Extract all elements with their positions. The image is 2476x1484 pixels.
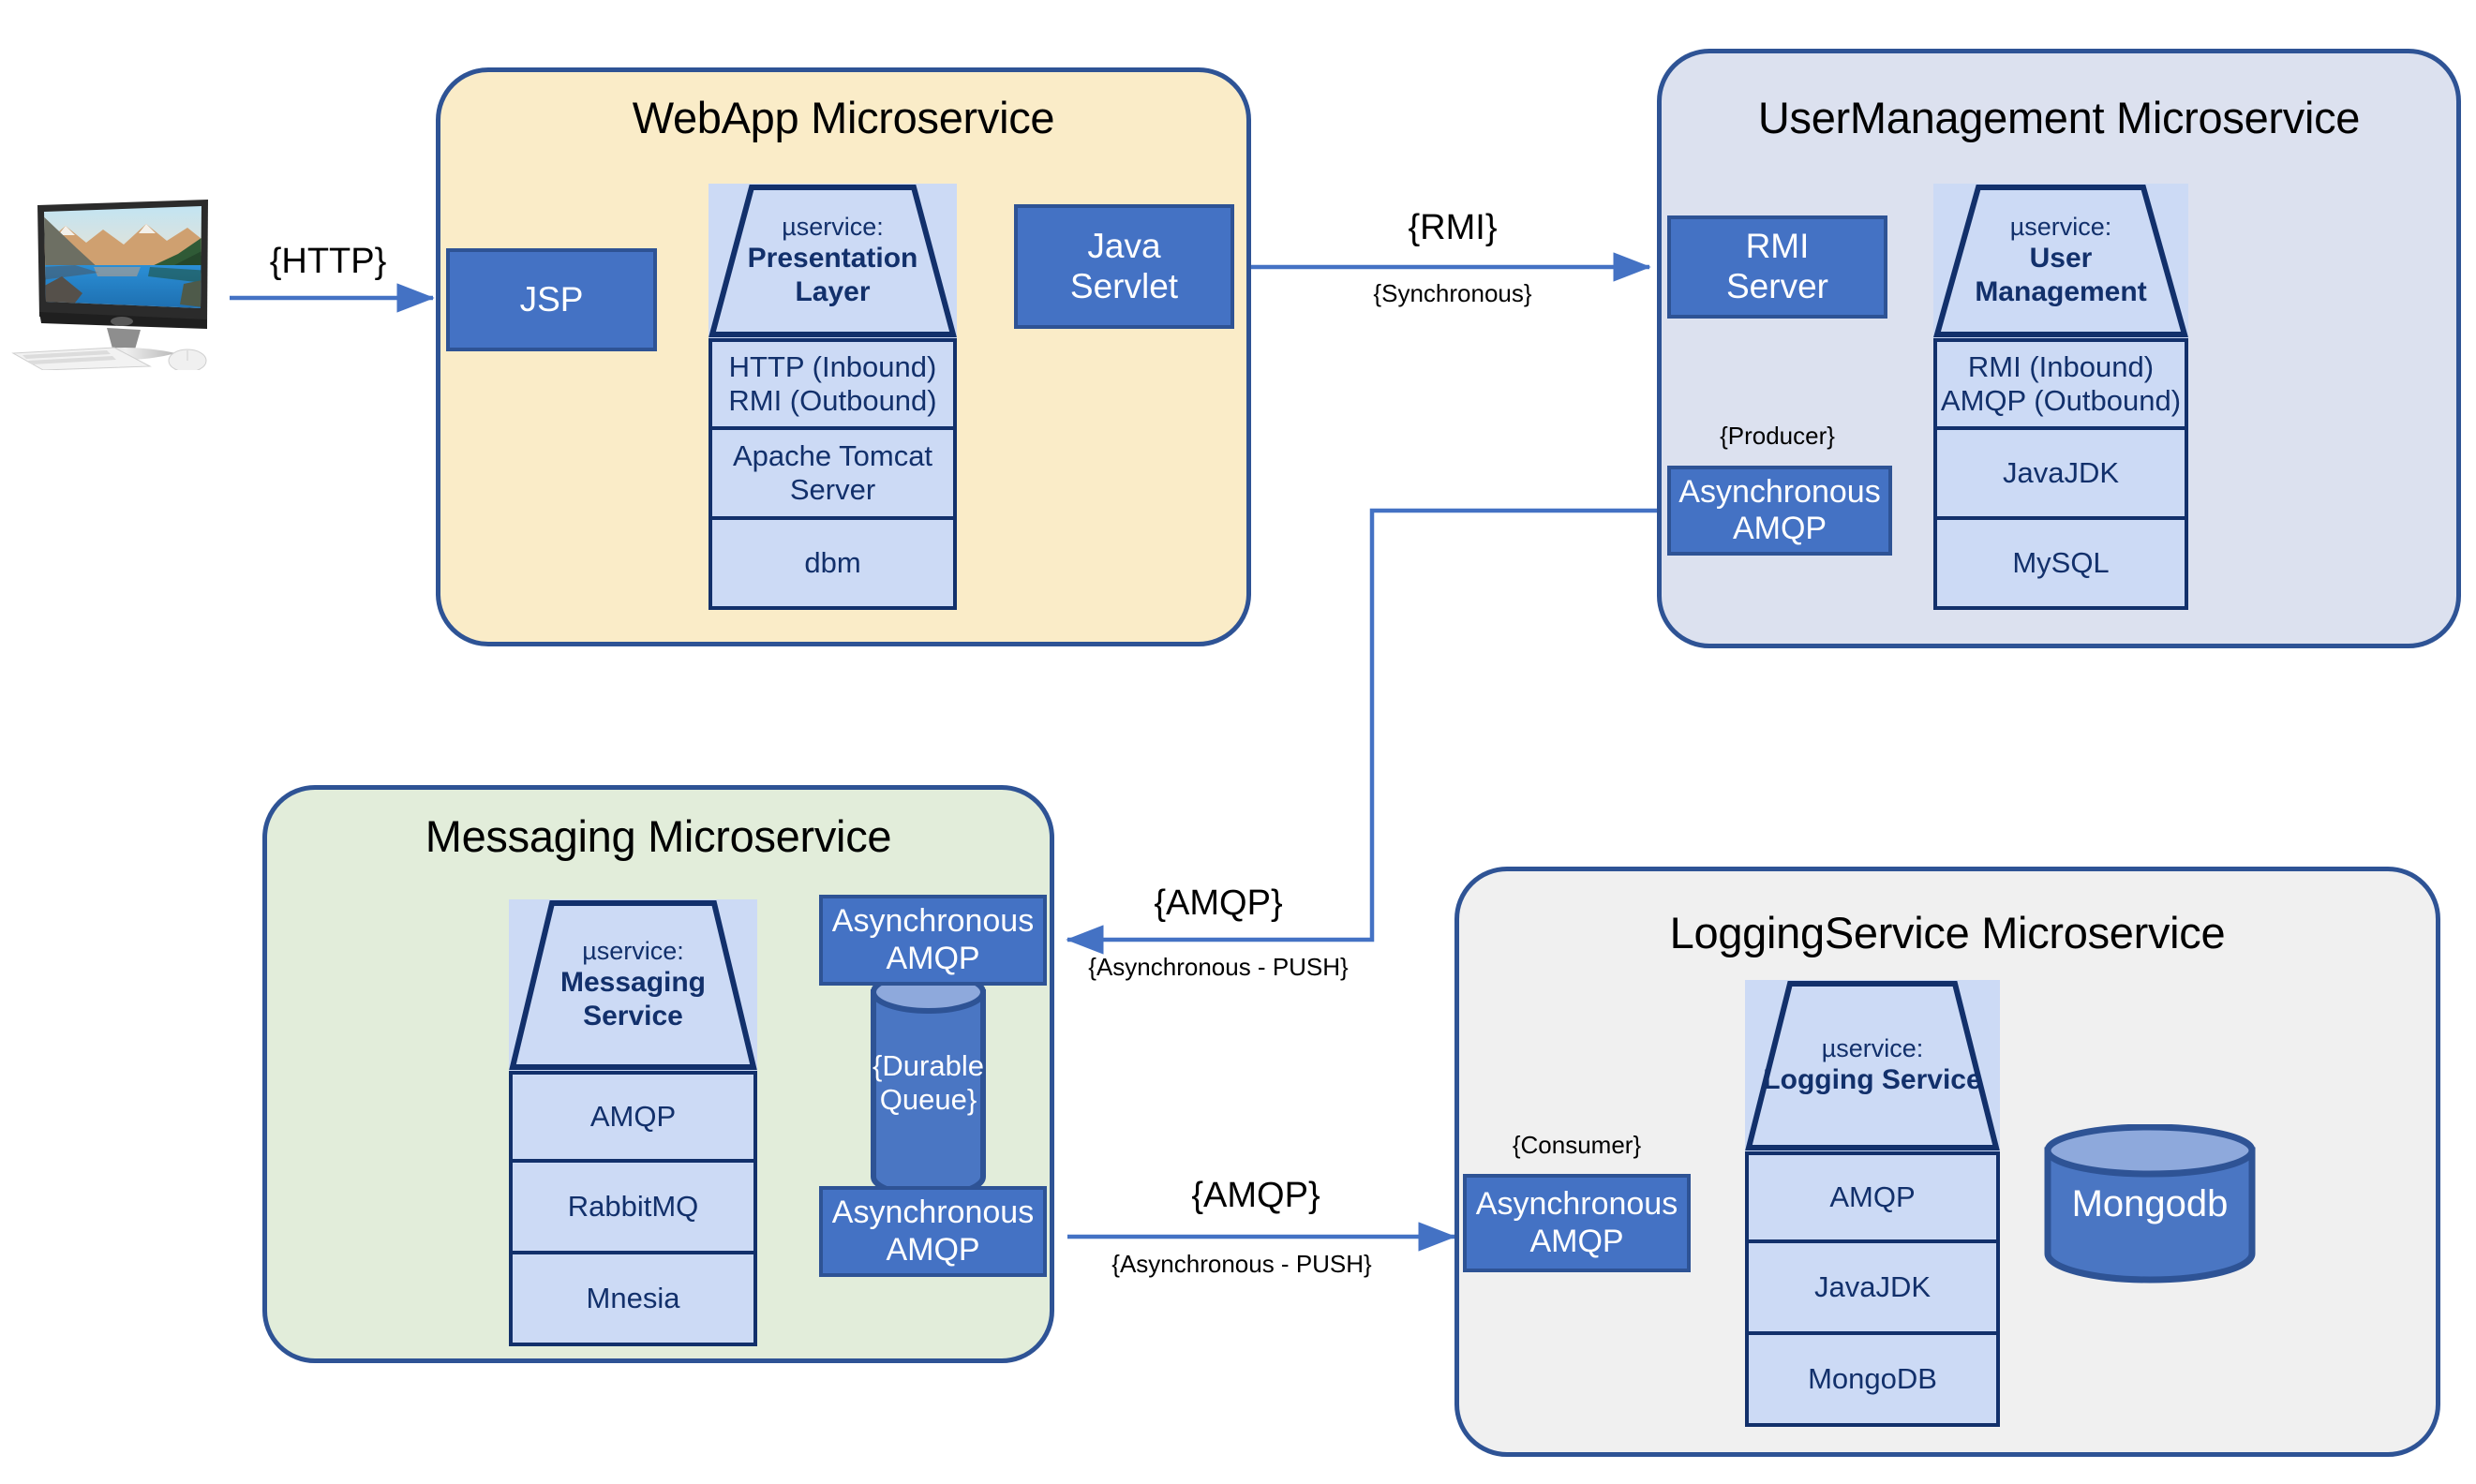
stack-header-text: µservice: Messaging Service [509, 937, 757, 1033]
stack-name: Messaging Service [559, 967, 707, 1032]
port-amqp-producer-label: Asynchronous AMQP [1678, 473, 1881, 546]
stack-row-label: JavaJDK [2002, 455, 2120, 489]
stack-header-logging-service: µservice: Logging Service [1745, 980, 2000, 1151]
stack-row-label: Mnesia [586, 1281, 680, 1314]
stack-row-label: AMQP [589, 1099, 677, 1133]
stack-stereotype: µservice: [1821, 1033, 1924, 1062]
tag-consumer: {Consumer} [1512, 1131, 1642, 1159]
panel-title-webapp: WebApp Microservice [632, 93, 1055, 142]
stack-row[interactable]: AMQP [509, 1071, 757, 1163]
desktop-computer-icon [9, 192, 230, 373]
tag-producer: {Producer} [1720, 422, 1835, 450]
edge-label-amqp-producer: {AMQP} [1154, 883, 1283, 923]
durable-queue-label: {Durable Queue} [873, 1049, 984, 1116]
stack-name: Logging Service [1763, 1064, 1982, 1096]
stack-user-management[interactable]: µservice: User Management RMI (Inbound) … [1933, 184, 2188, 610]
stack-row[interactable]: MongoDB [1745, 1335, 2000, 1427]
edge-label-amqp-consumer: {AMQP} [1191, 1176, 1320, 1215]
stack-stereotype: µservice: [782, 212, 884, 241]
durable-queue-cylinder[interactable]: {Durable Queue} [870, 970, 987, 1199]
stack-header-messaging-service: µservice: Messaging Service [509, 899, 757, 1071]
stack-row-label: MySQL [2012, 545, 2110, 579]
stack-row[interactable]: Mnesia [509, 1254, 757, 1346]
stack-row[interactable]: RMI (Inbound) AMQP (Outbound) [1933, 338, 2188, 430]
stack-row[interactable]: JavaJDK [1745, 1243, 2000, 1335]
stack-header-text: µservice: Logging Service [1750, 1034, 1994, 1097]
trapezoid-shape [708, 184, 957, 338]
stack-row[interactable]: JavaJDK [1933, 430, 2188, 520]
computer-illustration-svg [11, 200, 208, 373]
mongodb-cylinder[interactable]: Mongodb [2043, 1123, 2257, 1284]
port-rmi-server-label: RMI Server [1726, 227, 1828, 305]
port-amqp-inbound-label: Asynchronous AMQP [831, 903, 1035, 976]
stack-row[interactable]: RabbitMQ [509, 1163, 757, 1254]
port-asynchronous-amqp-inbound[interactable]: Asynchronous AMQP [819, 895, 1047, 986]
port-jsp[interactable]: JSP [446, 248, 657, 351]
stack-row-label: AMQP [1829, 1180, 1916, 1213]
edge-label-http: {HTTP} [269, 242, 387, 281]
stack-row[interactable]: dbm [708, 520, 957, 610]
stack-messaging-service[interactable]: µservice: Messaging Service AMQP RabbitM… [509, 899, 757, 1346]
mongodb-label: Mongodb [2071, 1183, 2229, 1224]
stack-header-text: µservice: User Management [1933, 213, 2188, 309]
port-java-servlet[interactable]: Java Servlet [1014, 204, 1234, 329]
port-amqp-outbound-label: Asynchronous AMQP [831, 1195, 1035, 1268]
edge-label-rmi: {RMI} [1408, 208, 1498, 247]
panel-title-messaging: Messaging Microservice [425, 811, 892, 861]
stack-row[interactable]: Apache Tomcat Server [708, 430, 957, 520]
stack-header-presentation-layer: µservice: Presentation Layer [708, 184, 957, 338]
port-java-servlet-label: Java Servlet [1069, 226, 1179, 305]
stack-presentation-layer[interactable]: µservice: Presentation Layer HTTP (Inbou… [708, 184, 957, 610]
edge-sublabel-amqp-consumer: {Asynchronous - PUSH} [1111, 1250, 1372, 1278]
port-amqp-consumer-label: Asynchronous AMQP [1475, 1186, 1678, 1259]
port-asynchronous-amqp-consumer[interactable]: Asynchronous AMQP [1463, 1174, 1691, 1272]
edge-sublabel-amqp-producer: {Asynchronous - PUSH} [1088, 953, 1349, 981]
stack-header-user-management: µservice: User Management [1933, 184, 2188, 338]
panel-title-usermanagement: UserManagement Microservice [1757, 93, 2361, 142]
port-asynchronous-amqp-outbound[interactable]: Asynchronous AMQP [819, 1186, 1047, 1277]
trapezoid-shape [509, 899, 757, 1071]
stack-stereotype: µservice: [2009, 212, 2112, 241]
trapezoid-shape [1745, 980, 2000, 1151]
stack-row[interactable]: AMQP [1745, 1151, 2000, 1243]
stack-row[interactable]: HTTP (Inbound) RMI (Outbound) [708, 338, 957, 430]
stack-row[interactable]: MySQL [1933, 520, 2188, 610]
trapezoid-shape [1933, 184, 2188, 338]
stack-row-label: JavaJDK [1813, 1269, 1932, 1303]
port-rmi-server[interactable]: RMI Server [1667, 215, 1887, 319]
stack-name: Presentation Layer [747, 243, 918, 308]
edge-sublabel-rmi: {Synchronous} [1373, 279, 1532, 307]
stack-row-label: dbm [804, 545, 861, 579]
stack-header-text: µservice: Presentation Layer [708, 213, 957, 309]
port-asynchronous-amqp-producer[interactable]: Asynchronous AMQP [1667, 466, 1892, 556]
stack-row-label: RMI (Inbound) AMQP (Outbound) [1940, 349, 2182, 417]
cylinder-shape [2044, 1123, 2256, 1284]
stack-row-label: Apache Tomcat Server [732, 438, 933, 506]
stack-logging-service[interactable]: µservice: Logging Service AMQP JavaJDK M… [1745, 980, 2000, 1427]
panel-title-loggingservice: LoggingService Microservice [1669, 908, 2226, 957]
stack-row-label: MongoDB [1808, 1361, 1937, 1395]
stack-name: User Management [1975, 243, 2147, 308]
stack-stereotype: µservice: [582, 936, 684, 965]
port-jsp-label: JSP [519, 279, 584, 319]
stack-row-label: RabbitMQ [567, 1189, 699, 1223]
stack-row-label: HTTP (Inbound) RMI (Outbound) [728, 349, 937, 417]
